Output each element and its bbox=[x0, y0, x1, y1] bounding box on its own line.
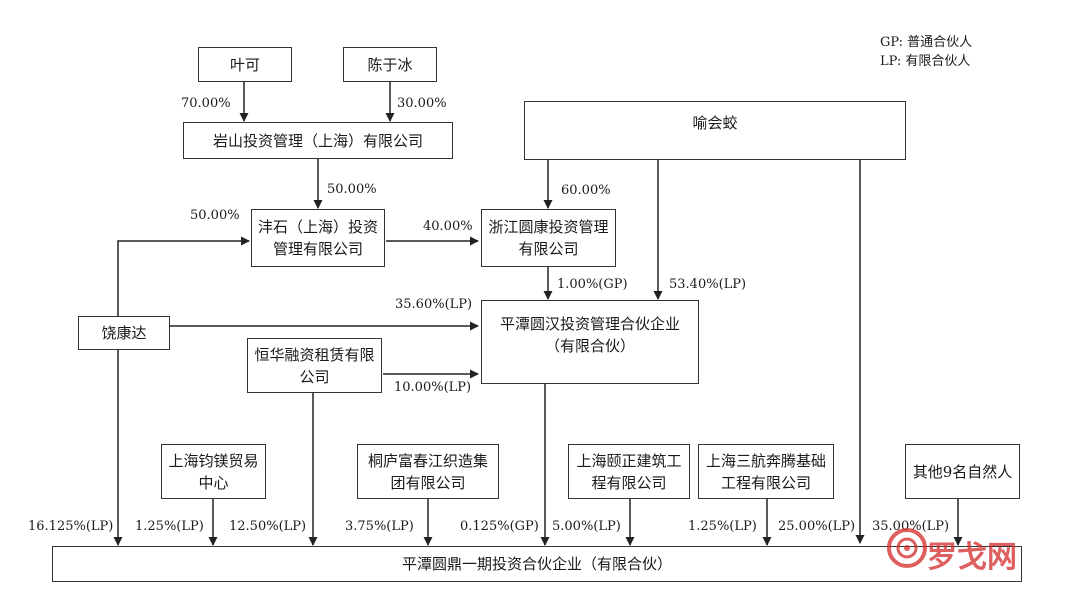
entity-shanghai-guzheng: 上海颐正建筑工程有限公司 bbox=[568, 444, 690, 499]
label-yu-zj-pct: 60.00% bbox=[561, 183, 611, 198]
entity-henghua: 恒华融资租赁有限公司 bbox=[247, 338, 382, 393]
entity-raokangda: 饶康达 bbox=[78, 316, 170, 350]
entity-yeke: 叶可 bbox=[198, 47, 292, 82]
label-hh-yh-pct: 10.00%(LP) bbox=[394, 380, 472, 395]
entity-others: 其他9名自然人 bbox=[905, 444, 1020, 499]
label-rao-yangshi-pct: 50.00% bbox=[190, 208, 240, 223]
entity-shanghai-sanhang: 上海三航奔腾基础工程有限公司 bbox=[698, 444, 834, 499]
legend-lp: LP: 有限合伙人 bbox=[880, 54, 971, 69]
entity-tonglu: 桐庐富春江织造集团有限公司 bbox=[357, 444, 499, 499]
entity-zhejiang: 浙江圆康投资管理有限公司 bbox=[481, 209, 616, 267]
label-chen-pct: 30.00% bbox=[397, 96, 447, 111]
legend-gp: GP: 普通合伙人 bbox=[880, 35, 973, 50]
label-others-pct: 35.00%(LP) bbox=[872, 519, 950, 534]
edge-rao-yangshi bbox=[117, 236, 250, 316]
label-tonglu-pct: 3.75%(LP) bbox=[345, 519, 414, 534]
label-sanhang-2-pct: 25.00%(LP) bbox=[778, 519, 856, 534]
label-rao-yh-pct: 35.60%(LP) bbox=[395, 297, 473, 312]
entity-pingtan-yuanhan: 平潭圆汉投资管理合伙企业（有限合伙） bbox=[481, 300, 699, 384]
entity-yuhuijiao: 喻会蛟 bbox=[524, 101, 906, 160]
entity-yangshi: 沣石（上海）投资管理有限公司 bbox=[251, 209, 385, 267]
entity-pingtan-yuanding: 平潭圆鼎一期投资合伙企业（有限合伙） bbox=[52, 546, 1022, 582]
label-yanshan-pct: 50.00% bbox=[327, 182, 377, 197]
label-rao-yd-pct: 16.125%(LP) bbox=[28, 519, 114, 534]
label-guzheng-pct: 5.00%(LP) bbox=[552, 519, 621, 534]
entity-yanshan: 岩山投资管理（上海）有限公司 bbox=[183, 122, 453, 159]
label-zj-gp-pct: 1.00%(GP) bbox=[557, 277, 628, 292]
legend: GP: 普通合伙人 LP: 有限合伙人 bbox=[880, 33, 972, 71]
label-sanhang-1-pct: 1.25%(LP) bbox=[688, 519, 757, 534]
label-hh-yd-pct: 12.50%(LP) bbox=[229, 519, 307, 534]
label-yu-yh-pct: 53.40%(LP) bbox=[669, 277, 747, 292]
label-junmei-pct: 1.25%(LP) bbox=[135, 519, 204, 534]
entity-chenyubing: 陈于冰 bbox=[343, 47, 437, 82]
label-yh-gp-pct: 0.125%(GP) bbox=[460, 519, 539, 534]
entity-shanghai-junmei: 上海钧镁贸易中心 bbox=[161, 444, 266, 499]
label-yangshi-zj-pct: 40.00% bbox=[423, 219, 473, 234]
label-yeke-pct: 70.00% bbox=[181, 96, 231, 111]
